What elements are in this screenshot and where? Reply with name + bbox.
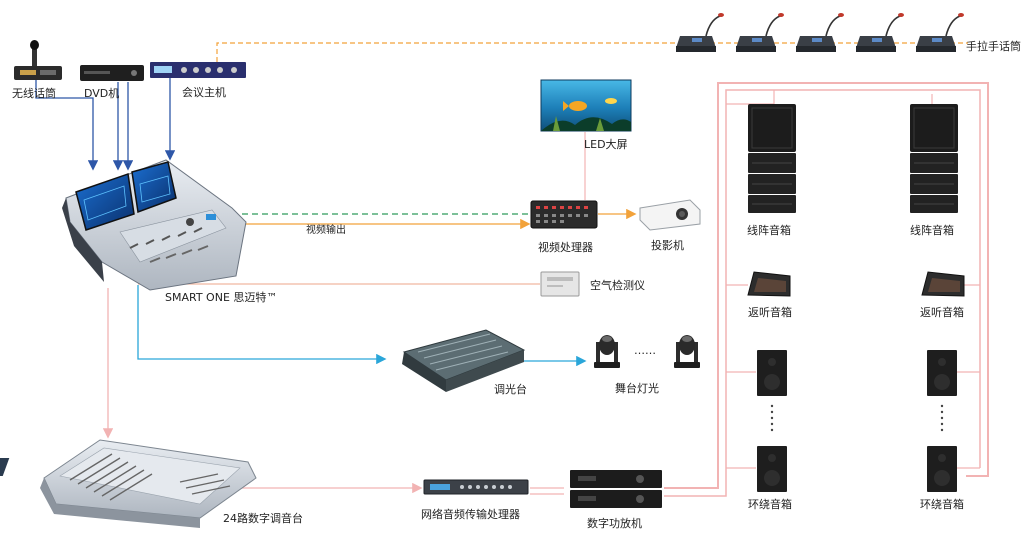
surround-left-bottom <box>757 446 787 492</box>
video-processor-device <box>530 200 598 229</box>
line-array-right-label: 线阵音箱 <box>910 224 954 237</box>
wireless-mic-label: 无线话筒 <box>12 87 56 100</box>
monitor-left-label: 返听音箱 <box>748 306 792 319</box>
handheld-mic-label: 手拉手话筒 <box>966 40 1021 53</box>
video-output-label: 视频输出 <box>306 225 346 236</box>
projector-label: 投影机 <box>651 239 684 252</box>
line-array-left-device <box>748 104 796 213</box>
lighting-console-label: 调光台 <box>494 383 527 396</box>
line-array-left-label: 线阵音箱 <box>747 224 791 237</box>
lights-ellipsis: …… <box>634 344 656 357</box>
surround-speakers <box>757 350 957 492</box>
mixer-24-label: 24路数字调音台 <box>223 512 303 525</box>
air-detector-label: 空气检测仪 <box>590 279 645 292</box>
monitor-left-device <box>747 271 791 297</box>
mic-unit-1 <box>676 13 724 52</box>
network-audio-device <box>423 479 529 495</box>
projector-device <box>639 199 701 231</box>
moving-head-2 <box>674 335 700 368</box>
right-speaker-taps <box>931 94 980 469</box>
surround-right-bottom <box>927 446 957 492</box>
surround-left-label: 环绕音箱 <box>748 498 792 511</box>
conference-mic-line <box>216 42 968 62</box>
mixer-24-device <box>0 439 257 528</box>
vertical-ellipsis-right <box>940 404 944 432</box>
vertical-ellipsis-left <box>770 404 774 432</box>
led-screen-label: LED大屏 <box>584 138 628 151</box>
network-audio-label: 网络音频传输处理器 <box>421 508 520 521</box>
lighting-console-device <box>402 329 526 392</box>
video-processor-label: 视频处理器 <box>538 241 593 254</box>
network-to-amp <box>530 487 564 495</box>
moving-head-1 <box>594 335 620 368</box>
monitor-right-device <box>921 271 965 297</box>
air-detector-device <box>540 271 580 297</box>
amplifier-device <box>570 470 662 508</box>
line-array-right-device <box>910 104 958 213</box>
monitor-right-label: 返听音箱 <box>920 306 964 319</box>
led-screen-device <box>540 79 632 132</box>
stage-light-label: 舞台灯光 <box>615 382 659 395</box>
smart-one-device <box>62 159 247 291</box>
surround-left-top <box>757 350 787 396</box>
smart-one-label: SMART ONE 思迈特™ <box>165 291 278 304</box>
speaker-bus <box>664 82 989 489</box>
mic-unit-4 <box>856 13 904 52</box>
speaker-bus-2 <box>664 89 981 497</box>
conference-host-label: 会议主机 <box>182 86 226 99</box>
wireless-mic-device <box>14 40 62 80</box>
amplifier-label: 数字功放机 <box>587 517 642 530</box>
lighting-line <box>137 285 387 365</box>
stage-lights-device <box>594 335 700 368</box>
dvd-label: DVD机 <box>84 87 120 100</box>
handheld-mic-units <box>676 13 964 52</box>
surround-right-top <box>927 350 957 396</box>
dvd-device <box>80 65 144 81</box>
mic-unit-5 <box>916 13 964 52</box>
mic-unit-2 <box>736 13 784 52</box>
mic-unit-3 <box>796 13 844 52</box>
conference-host-device <box>150 62 246 78</box>
wireless-mic-feed <box>35 80 99 171</box>
surround-right-label: 环绕音箱 <box>920 498 964 511</box>
